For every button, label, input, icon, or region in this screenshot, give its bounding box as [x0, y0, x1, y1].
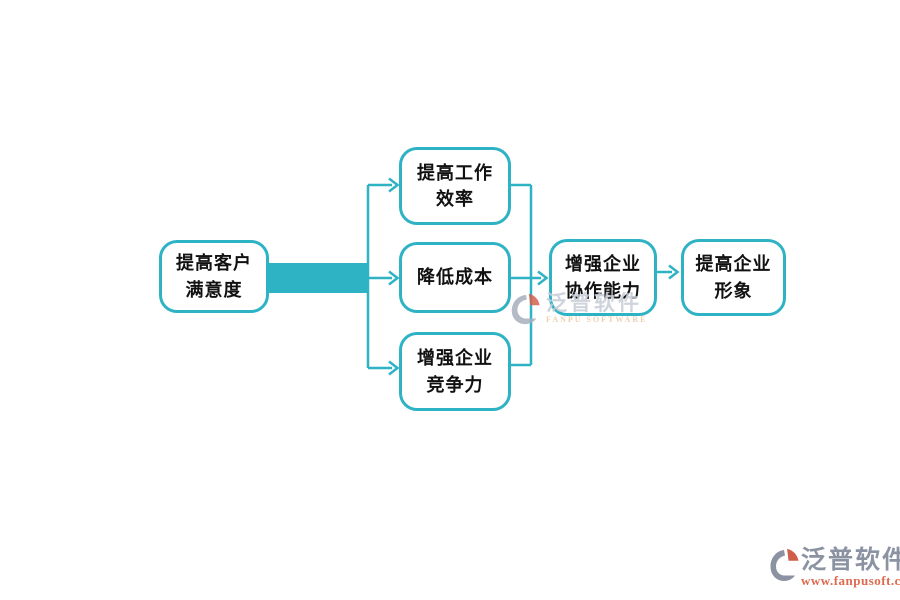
arrow-to-work-efficiency — [368, 177, 400, 193]
arrow-to-collaboration — [511, 270, 549, 286]
node-corporate-image: 提高企业 形象 — [681, 239, 786, 316]
node-work-efficiency: 提高工作 效率 — [399, 147, 511, 225]
trunk-bar — [268, 263, 368, 293]
arrow-to-competitiveness — [368, 360, 400, 376]
node-enterprise-collaboration: 增强企业 协作能力 — [549, 239, 657, 316]
node-customer-satisfaction: 提高客户 满意度 — [159, 240, 269, 313]
footer-brand-text: 泛普软件 — [801, 547, 900, 574]
footer-logo: 泛普软件 www.fanpusoft.com — [768, 547, 900, 587]
arrow-to-corporate-image — [656, 264, 680, 280]
arrow-to-reduce-cost — [368, 270, 400, 286]
footer-website-text: www.fanpusoft.com — [801, 573, 900, 588]
node-enterprise-competitiveness: 增强企业 竞争力 — [399, 332, 511, 411]
node-reduce-cost: 降低成本 — [399, 242, 511, 313]
fanpu-logo-icon — [770, 549, 799, 581]
